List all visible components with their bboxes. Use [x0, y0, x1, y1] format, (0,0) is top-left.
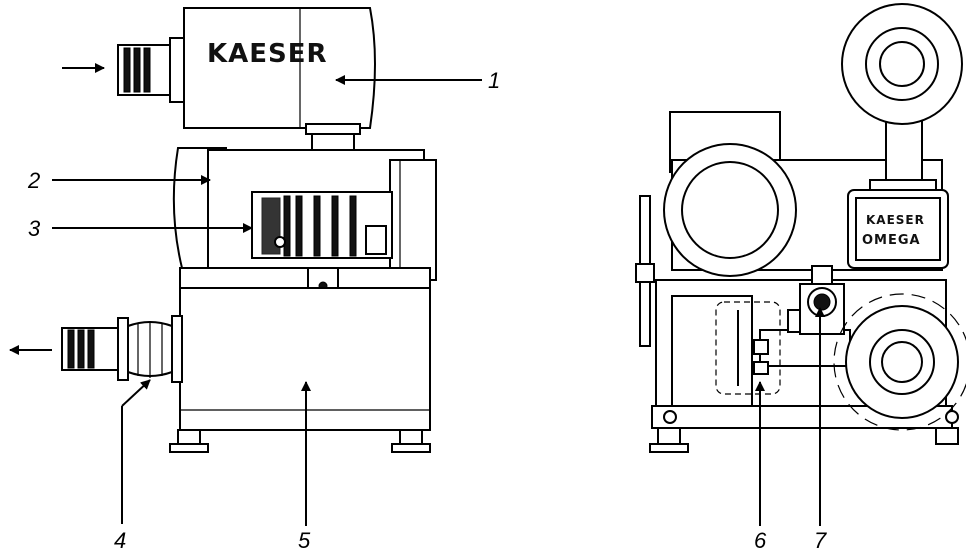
outlet-silencer-disk-icon	[833, 293, 966, 431]
inlet-flange-icon	[117, 37, 185, 103]
safety-valve-panel	[715, 301, 781, 395]
outlet-connector	[61, 315, 183, 383]
callout-6-label: 6	[754, 528, 767, 553]
callout-4-label: 4	[114, 528, 126, 553]
intake-silencer: KAESER	[183, 7, 376, 129]
kaeser-logo: KAESER	[207, 39, 328, 69]
callout-7-label: 7	[814, 528, 827, 553]
omega-badge-text: OMEGA	[862, 233, 921, 248]
callout-5: 5	[298, 381, 311, 553]
inlet-silencer-disk-icon	[841, 3, 963, 125]
callout-4: 4	[114, 379, 151, 553]
callout-6: 6	[754, 381, 767, 553]
base-frame-top	[179, 267, 431, 289]
callout-3: 3	[28, 216, 253, 241]
callout-5-label: 5	[298, 528, 311, 553]
callout-1: 1	[335, 68, 500, 93]
front-view: KAESER	[9, 7, 437, 453]
check-valve	[799, 265, 845, 335]
side-view: KAESER OMEGA	[635, 3, 966, 453]
blower-block	[251, 191, 393, 259]
callout-2-label: 2	[27, 168, 40, 193]
kaeser-badge-text: KAESER	[866, 213, 925, 227]
callout-7: 7	[814, 307, 827, 553]
feet	[169, 429, 431, 453]
callout-2: 2	[27, 168, 211, 193]
callout-1-label: 1	[488, 68, 500, 93]
callout-3-label: 3	[28, 216, 41, 241]
